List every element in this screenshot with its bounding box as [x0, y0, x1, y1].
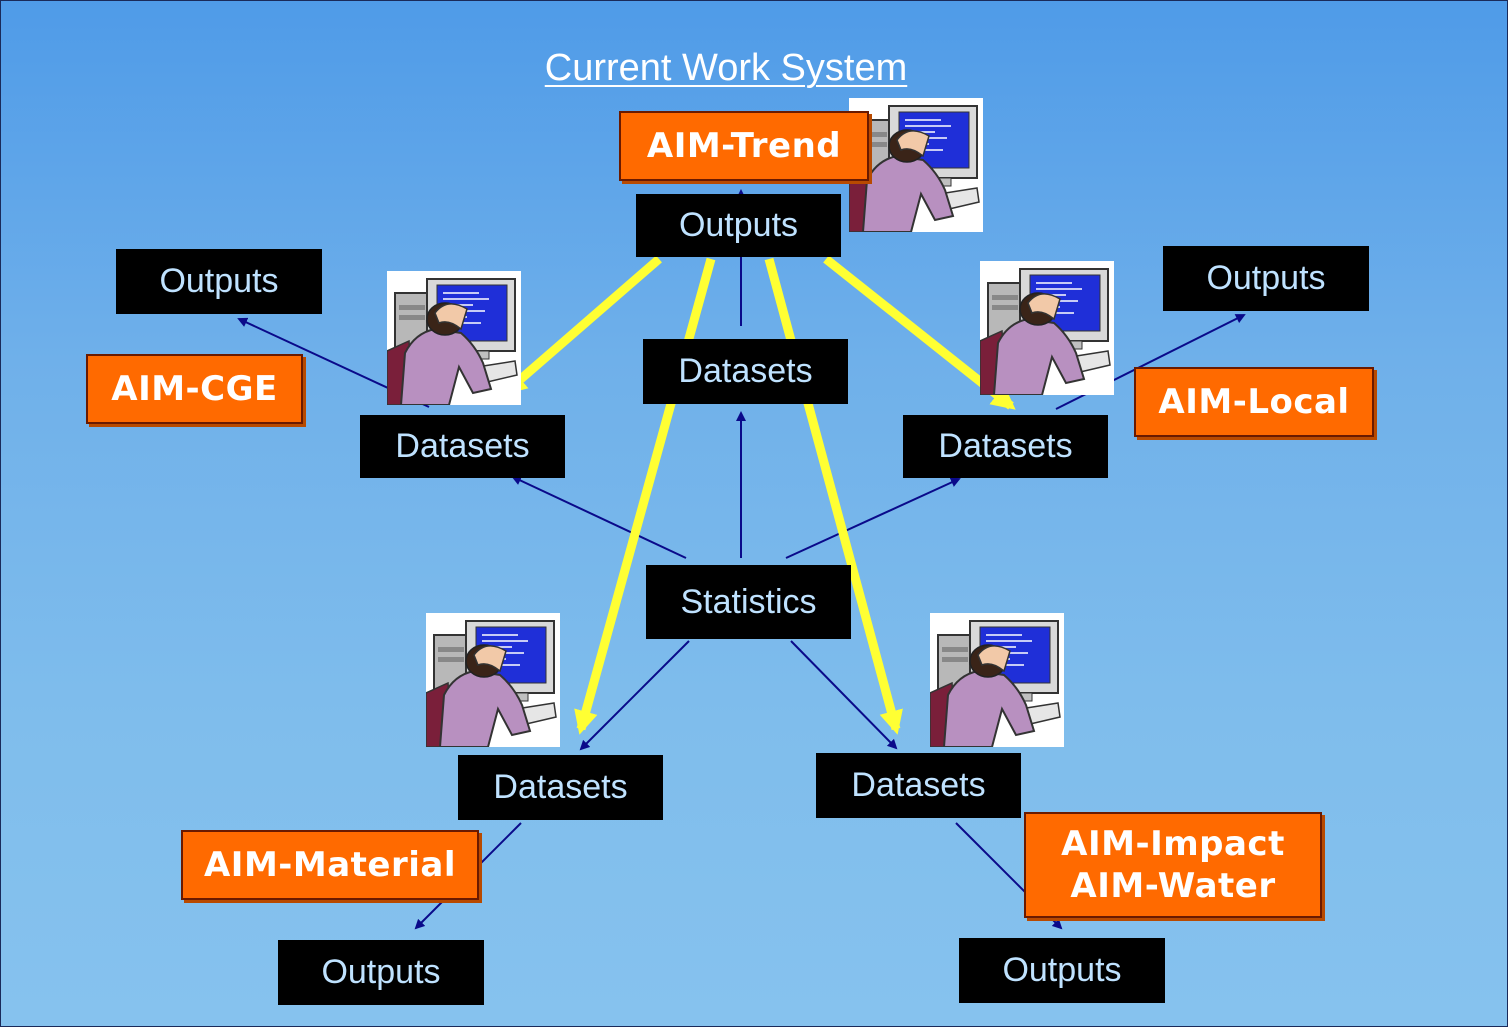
model-label-aim-cge: AIM-CGE: [86, 354, 303, 424]
datasets-bottom-left-box: Datasets: [458, 755, 663, 820]
outputs-bottom-left-box: Outputs: [278, 940, 484, 1005]
arrow-statistics-to-datasets-left: [511, 475, 687, 559]
page-title: Current Work System: [544, 47, 908, 89]
model-label-aim-local: AIM-Local: [1134, 367, 1374, 437]
model-label-aim-impact-water: AIM-Impact AIM-Water: [1024, 812, 1322, 918]
model-label-aim-trend: AIM-Trend: [619, 111, 869, 181]
arrow-statistics-to-datasets-bottom-right: [790, 640, 898, 750]
datasets-center-box: Datasets: [643, 339, 848, 404]
frustrated-user-at-computer-icon: [849, 98, 983, 232]
yellow-arrow-to-datasets-left: [502, 255, 662, 395]
outputs-left-box: Outputs: [116, 249, 322, 314]
datasets-right-box: Datasets: [903, 415, 1108, 478]
yellow-arrow-to-datasets-bottom-left: [574, 257, 716, 735]
datasets-left-box: Datasets: [360, 415, 565, 478]
outputs-right-box: Outputs: [1163, 246, 1369, 311]
frustrated-user-at-computer-icon: [930, 613, 1064, 747]
outputs-bottom-right-box: Outputs: [959, 938, 1165, 1003]
model-label-aim-material: AIM-Material: [181, 830, 479, 900]
yellow-arrow-to-datasets-bottom-right: [764, 257, 903, 735]
model-label-aim-water: AIM-Water: [1070, 866, 1276, 906]
statistics-box: Statistics: [646, 565, 851, 639]
frustrated-user-at-computer-icon: [387, 271, 521, 405]
frustrated-user-at-computer-icon: [426, 613, 560, 747]
arrow-statistics-to-datasets-right: [785, 477, 961, 559]
model-label-aim-impact: AIM-Impact: [1061, 824, 1285, 864]
frustrated-user-at-computer-icon: [980, 261, 1114, 395]
outputs-top-box: Outputs: [636, 194, 841, 257]
arrow-statistics-to-datasets-bottom-left: [579, 640, 690, 751]
datasets-bottom-right-box: Datasets: [816, 753, 1021, 818]
